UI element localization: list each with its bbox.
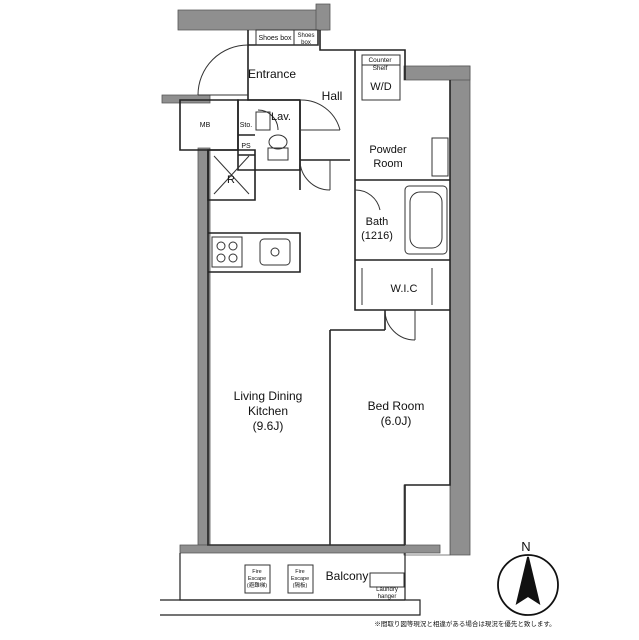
ldk-label-2: Kitchen bbox=[248, 404, 288, 418]
hall-label: Hall bbox=[322, 89, 343, 103]
door-swings bbox=[197, 44, 416, 341]
bedroom-label-1: Bed Room bbox=[368, 399, 425, 413]
bath-label-2: (1216) bbox=[361, 230, 393, 242]
shoes-box-label-2b: box bbox=[301, 40, 311, 46]
shoes-box-label-2a: Shoes bbox=[297, 33, 314, 39]
laundry-label-1: Laundry bbox=[376, 587, 398, 593]
compass-icon bbox=[497, 554, 559, 616]
lav-label: Lav. bbox=[271, 111, 291, 123]
ldk-label-3: (9.6J) bbox=[253, 419, 284, 433]
mb-label: MB bbox=[200, 122, 211, 129]
fire-escape-2-label-3: (隔板) bbox=[293, 581, 308, 589]
fixtures bbox=[208, 29, 449, 594]
balcony-label: Balcony bbox=[326, 569, 369, 583]
compass-n-label: N bbox=[521, 539, 530, 554]
laundry-label-2: hanger bbox=[378, 594, 397, 600]
fire-escape-2-label-1: Fire bbox=[295, 569, 304, 575]
fire-escape-2-label-2: Escape bbox=[291, 576, 309, 582]
fire-escape-1-label-1: Fire bbox=[252, 569, 261, 575]
fire-escape-1-label-3: (避難梯) bbox=[247, 581, 267, 589]
entrance-label: Entrance bbox=[248, 67, 296, 81]
powder-room-label-1: Powder bbox=[369, 144, 407, 156]
counter-shelf-label-2: Shelf bbox=[373, 65, 388, 72]
powder-room-label-2: Room bbox=[373, 158, 402, 170]
bedroom-label-2: (6.0J) bbox=[381, 414, 412, 428]
r-label: R bbox=[227, 174, 235, 186]
counter-shelf-label-1: Counter bbox=[368, 57, 392, 64]
wic-label: W.I.C bbox=[391, 283, 418, 295]
footnote: ※間取り図等現況と相違がある場合は現況を優先と致します。 bbox=[374, 619, 555, 628]
ps-label: PS bbox=[241, 143, 251, 150]
ldk-label-1: Living Dining bbox=[234, 389, 303, 403]
fire-escape-1-label-2: Escape bbox=[248, 576, 266, 582]
sto-label: Sto. bbox=[240, 122, 253, 129]
bath-label-1: Bath bbox=[366, 216, 389, 228]
wd-label: W/D bbox=[370, 81, 391, 93]
shoes-box-label: Shoes box bbox=[258, 35, 292, 42]
balcony-outline bbox=[160, 553, 421, 616]
room-labels: Shoes box Shoes box Entrance Hall Lav. S… bbox=[200, 33, 556, 628]
